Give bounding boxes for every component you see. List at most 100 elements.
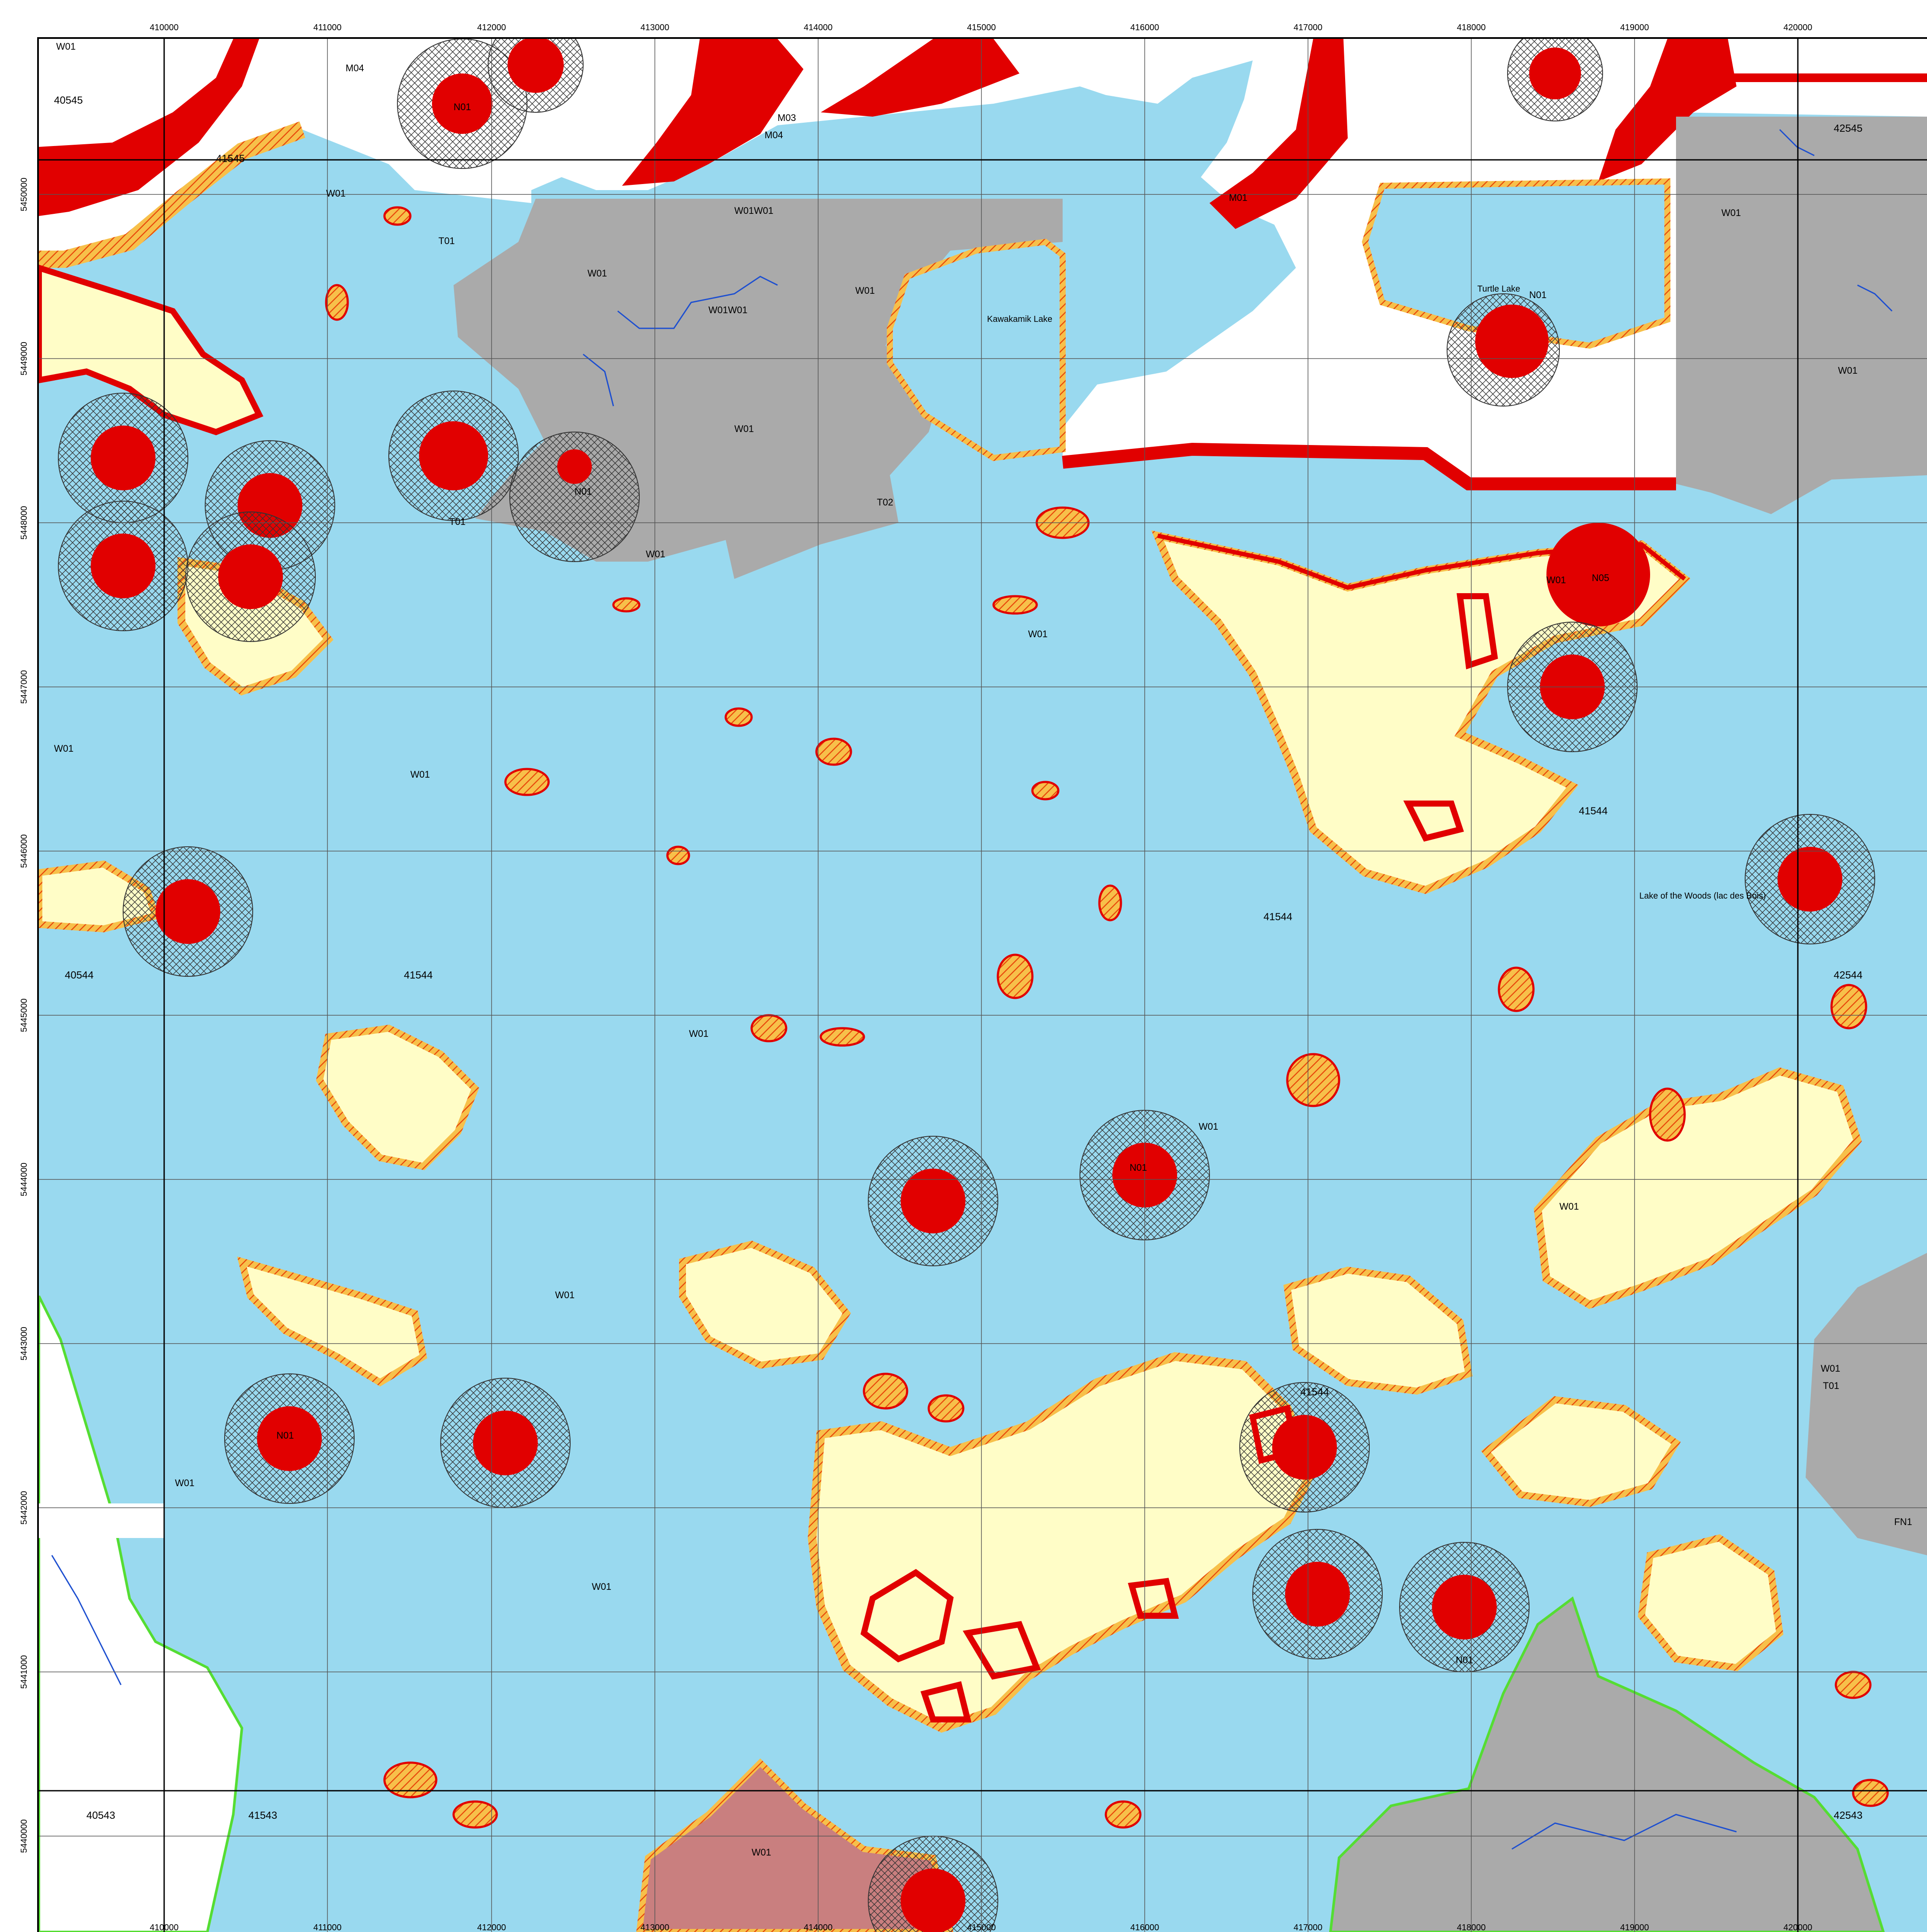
zone-code: M03	[778, 112, 796, 123]
zone-code: M01	[1229, 192, 1248, 203]
island-east-4	[1283, 1266, 1473, 1395]
x-tick-top: 419000	[1620, 23, 1649, 32]
streams	[51, 129, 1893, 1850]
y-tick: 5450000	[19, 178, 29, 211]
x-tick-bottom: 414000	[804, 1923, 833, 1932]
y-axis-left: 5450000 5449000 5448000 5447000 5446000 …	[19, 178, 29, 1853]
y-tick: 5449000	[19, 342, 29, 375]
zone-code: W01	[1821, 1363, 1840, 1374]
x-tick-bottom: 410000	[150, 1923, 179, 1932]
small-islets	[325, 206, 1889, 1829]
y-tick: 5441000	[19, 1655, 29, 1689]
tile-id: 40545	[54, 95, 83, 106]
zone-code: W01	[855, 285, 875, 296]
zone-code: N01	[276, 1430, 294, 1441]
north-red-rect	[1676, 73, 1927, 82]
x-tick-bottom: 418000	[1457, 1923, 1486, 1932]
zone-code: W01	[410, 769, 430, 780]
north-red-band-3	[821, 39, 1019, 117]
north-red-band-4	[1210, 39, 1348, 229]
island-south-west	[679, 1240, 851, 1369]
zone-code: W01	[1559, 1201, 1579, 1212]
x-tick-top: 417000	[1294, 23, 1323, 32]
x-tick-top: 411000	[313, 23, 341, 32]
x-tick-bottom: 415000	[967, 1923, 996, 1932]
zone-code: FN1	[1894, 1516, 1912, 1527]
tile-id: 42545	[1834, 123, 1863, 134]
north-shore-hatch-2	[1062, 442, 1676, 490]
map-border	[37, 37, 1927, 1932]
x-axis-bottom: 410000 411000 412000 413000 414000 41500…	[150, 1923, 1813, 1932]
zone-code: M04	[346, 63, 364, 73]
island-west-4	[316, 1024, 479, 1170]
zone-code: W01	[1721, 207, 1741, 218]
zone-code: T02	[877, 497, 893, 508]
zone-code: W01	[1546, 575, 1566, 585]
island-east-2	[1481, 1396, 1681, 1507]
x-tick-bottom: 420000	[1784, 1923, 1813, 1932]
island-west-5	[237, 1256, 427, 1387]
tile-id: 40544	[65, 969, 94, 981]
island-south-central	[807, 1352, 1318, 1733]
zone-code: T01	[1823, 1380, 1839, 1391]
zone-code: W01	[1838, 365, 1857, 376]
zone-code: N01	[1130, 1162, 1147, 1173]
x-tick-top: 412000	[477, 23, 506, 32]
y-tick: 5446000	[19, 834, 29, 868]
zone-code: T01	[438, 235, 455, 246]
tile-id: 42543	[1834, 1810, 1863, 1821]
southwest-land	[39, 1295, 244, 1932]
zone-code: N01	[575, 486, 592, 497]
island-central-east-red	[1157, 534, 1686, 590]
southwest-white-rect	[39, 1503, 164, 1538]
tile-id: 40543	[86, 1810, 115, 1821]
tile-id: 41544	[1579, 805, 1608, 817]
x-axis-top: 410000 411000 412000 413000 414000 41500…	[150, 23, 1813, 32]
zone-code: N05	[1592, 572, 1609, 583]
zone-code: W01	[555, 1290, 575, 1300]
y-tick: 5440000	[19, 1819, 29, 1853]
x-tick-bottom: 412000	[477, 1923, 506, 1932]
x-tick-bottom: 417000	[1294, 1923, 1323, 1932]
zone-code: T01	[449, 516, 466, 527]
zone-code: W01	[592, 1581, 611, 1592]
x-tick-top: 416000	[1130, 23, 1159, 32]
x-tick-top: 413000	[641, 23, 670, 32]
zone-code: W01	[56, 41, 76, 52]
lake-label: Kawakamik Lake	[987, 315, 1052, 324]
lake-label: Turtle Lake	[1477, 284, 1520, 294]
zone-code: N01	[1456, 1655, 1473, 1665]
grey-reserve-east-south	[1806, 1253, 1927, 1555]
y-tick: 5448000	[19, 506, 29, 540]
tile-id: 41545	[216, 153, 245, 165]
grey-reserve-southeast	[1329, 1596, 1885, 1932]
zone-codes: W01 W01 W01 W01 W01 W01 W01 W01 W01 W01 …	[54, 41, 1912, 1858]
north-red-band-1	[39, 39, 259, 216]
zone-code: W01	[54, 743, 73, 754]
zone-code: W01	[734, 423, 754, 434]
lake-label: Lake of the Woods (lac des Bois)	[1639, 891, 1766, 901]
y-tick: 5444000	[19, 1163, 29, 1196]
north-shore-hatch	[39, 121, 305, 268]
tile-id: 41544	[404, 969, 433, 981]
x-tick-bottom: 413000	[641, 1923, 670, 1932]
zone-code: W01	[646, 549, 665, 559]
y-tick: 5443000	[19, 1327, 29, 1360]
x-tick-bottom: 419000	[1620, 1923, 1649, 1932]
x-tick-bottom: 416000	[1130, 1923, 1159, 1932]
x-tick-top: 420000	[1784, 23, 1813, 32]
tile-id: 41544	[1300, 1386, 1329, 1398]
tile-id: 41543	[248, 1810, 277, 1821]
zone-code: M04	[765, 130, 783, 140]
red-outline-loops	[860, 593, 1498, 1722]
zone-code: W01	[587, 268, 607, 279]
x-tick-bottom: 411000	[313, 1923, 341, 1932]
x-tick-top: 414000	[804, 23, 833, 32]
tile-boundary-lines	[39, 39, 1927, 1932]
tile-id: 41544	[1264, 911, 1292, 923]
zone-code: W01W01	[734, 205, 773, 216]
zone-code: W01	[752, 1847, 771, 1858]
north-red-band-2	[622, 39, 803, 186]
